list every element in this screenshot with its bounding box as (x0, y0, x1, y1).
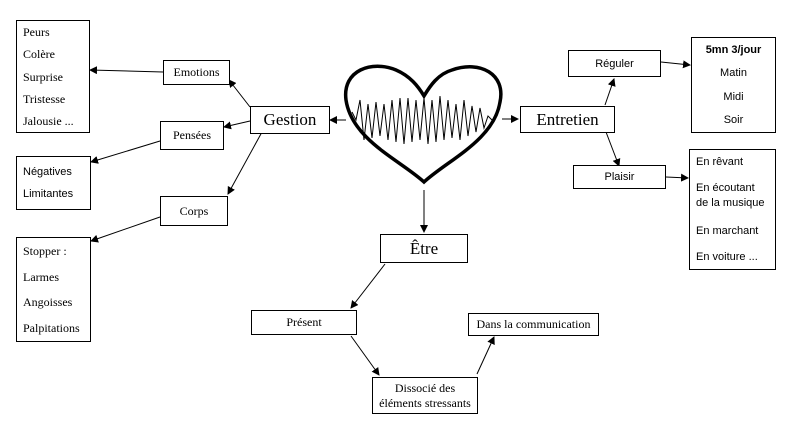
reguler-node: Réguler (568, 50, 661, 77)
arrow-etre-present (350, 263, 386, 309)
arrow-corps-list (90, 216, 161, 243)
list-item: 5mn 3/jour (705, 44, 762, 56)
list-item: Angoisses (23, 295, 73, 310)
arrow-entretien-reguler (604, 78, 616, 106)
communication-node: Dans la communication (468, 313, 599, 336)
arrow-gestion-emotions (228, 79, 251, 108)
list-item: Négatives (23, 166, 72, 178)
corps-list: Stopper : Larmes Angoisses Palpitations (16, 237, 91, 342)
list-item: Tristesse (23, 91, 66, 106)
arrow-pensees-list (90, 140, 161, 164)
heart-icon (344, 64, 503, 185)
list-item: Soir (723, 113, 744, 126)
list-item: Jalousie ... (23, 114, 74, 128)
dissocie-node: Dissocié des éléments stressants (372, 377, 478, 414)
ecg-wave-icon (351, 95, 493, 145)
list-item: En voiture ... (696, 250, 758, 263)
arrow-plaisir-list (665, 173, 689, 182)
arrow-dissocie-communication (476, 336, 495, 375)
list-item: Peurs (23, 25, 50, 39)
pensees-node: Pensées (160, 121, 224, 150)
corps-node: Corps (160, 196, 228, 226)
arrow-present-dissocie (350, 335, 380, 376)
arrow-gestion-pensees (223, 120, 251, 130)
emotions-list: Peurs Colère Surprise Tristesse Jalousie… (16, 20, 90, 133)
list-item: Stopper : (23, 244, 67, 258)
gestion-node: Gestion (250, 106, 330, 134)
arrow-entretien-plaisir (605, 131, 621, 167)
list-item: Limitantes (23, 188, 74, 200)
etre-node: Être (380, 234, 468, 263)
list-item: Palpitations (23, 320, 80, 335)
list-item: Surprise (23, 69, 63, 84)
plaisir-list: En rêvant En écoutant de la musique En m… (689, 149, 776, 270)
list-item: En écoutant de la musique (696, 182, 765, 210)
list-item: Colère (23, 47, 55, 62)
list-item: Matin (720, 67, 747, 80)
list-item: Midi (723, 90, 744, 103)
emotions-node: Emotions (163, 60, 230, 85)
reguler-list: 5mn 3/jour Matin Midi Soir (691, 37, 776, 133)
arrow-gestion-corps (227, 131, 263, 195)
pensees-list: Négatives Limitantes (16, 156, 91, 210)
plaisir-node: Plaisir (573, 165, 666, 189)
list-item: Larmes (23, 269, 59, 284)
list-item: En marchant (696, 224, 759, 237)
arrow-reguler-list (660, 60, 691, 69)
list-item: En rêvant (696, 156, 744, 168)
arrow-emotions-list (89, 66, 164, 75)
entretien-node: Entretien (520, 106, 615, 133)
present-node: Présent (251, 310, 357, 335)
